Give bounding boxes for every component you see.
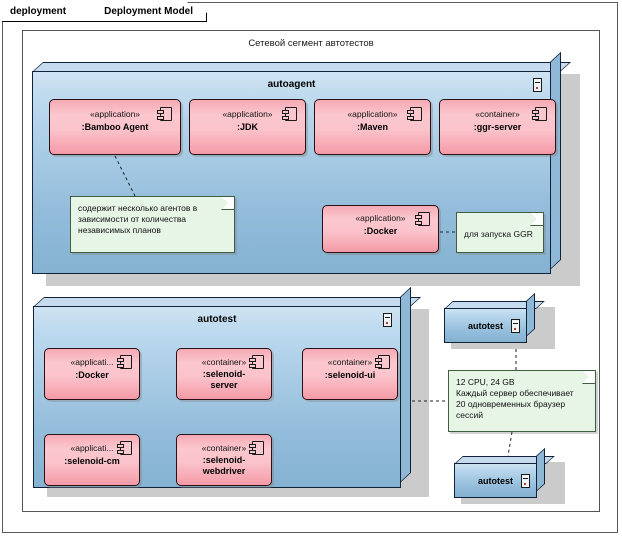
component-icon <box>249 355 264 369</box>
component-name: :Docker <box>363 226 398 236</box>
component-stereotype: «application» <box>89 109 141 119</box>
node-side-face <box>400 286 411 483</box>
device-icon <box>533 78 542 92</box>
component-stereotype: «application» <box>222 109 273 119</box>
component-stereotype: «applicati... <box>70 357 114 367</box>
node-autotest-right-bottom[interactable]: autotest <box>454 447 569 504</box>
device-icon <box>511 319 520 333</box>
component-icon <box>415 212 430 226</box>
segment-title: Сетевой сегмент автотестов <box>248 38 374 49</box>
component-bamboo-agent[interactable]: «application» :Bamboo Agent <box>49 99 181 155</box>
node-label-autotest: autotest <box>197 314 237 325</box>
component-jdk[interactable]: «application» :JDK <box>189 99 306 155</box>
note-capacity: 12 CPU, 24 GB Каждый сервер обеспечивает… <box>448 370 596 432</box>
component-stereotype: «application» <box>355 213 406 223</box>
component-icon <box>249 441 264 455</box>
component-stereotype: «application» <box>347 109 398 119</box>
component-icon <box>117 355 132 369</box>
component-stereotype: «container» <box>201 443 247 453</box>
frame-kind-label: deployment <box>10 6 67 17</box>
component-name: :Docker <box>75 370 109 380</box>
component-icon <box>282 107 297 121</box>
component-maven[interactable]: «application» :Maven <box>314 99 431 155</box>
component-selenoid-server[interactable]: «container» :selenoid- server <box>176 348 272 400</box>
component-docker-autotest[interactable]: «applicati... :Docker <box>44 348 140 400</box>
device-icon <box>521 474 530 488</box>
component-selenoid-ui[interactable]: «container» :selenoid-ui <box>302 348 398 400</box>
note-ggr: для запуска GGR <box>456 212 544 253</box>
node-label-autotest: autotest <box>467 321 503 331</box>
node-front-face: autotest <box>454 463 537 498</box>
component-name: :JDK <box>236 122 258 132</box>
frame-name-label: Deployment Model <box>104 6 194 17</box>
component-name: :selenoid-ui <box>324 370 376 380</box>
node-label-autotest: autotest <box>477 476 513 486</box>
component-stereotype: «container» <box>327 357 373 367</box>
component-stereotype: «applicati... <box>70 443 114 453</box>
note-text: 12 CPU, 24 GB Каждый сервер обеспечивает… <box>456 377 574 420</box>
component-stereotype: «container» <box>475 109 520 119</box>
device-icon <box>383 313 392 327</box>
component-name: :selenoid- webdriver <box>202 455 246 476</box>
component-name: :ggr-server <box>473 122 522 132</box>
note-text: содержит несколько агентов в зависимости… <box>78 203 198 235</box>
component-icon <box>532 107 547 121</box>
component-icon <box>375 355 390 369</box>
component-stereotype: «container» <box>201 357 247 367</box>
component-ggr-server[interactable]: «container» :ggr-server <box>439 99 556 155</box>
component-icon <box>157 107 172 121</box>
node-front-face: autotest <box>444 308 527 343</box>
component-name: :selenoid- server <box>202 369 246 390</box>
node-autotest-right-top[interactable]: autotest <box>444 292 559 349</box>
node-side-face <box>550 51 561 270</box>
component-name: :Maven <box>356 122 388 132</box>
node-label-autoagent: autoagent <box>267 79 316 90</box>
diagram-frame-tab: deployment Deployment Model <box>2 2 207 22</box>
component-name: :selenoid-cm <box>64 456 120 466</box>
component-selenoid-cm[interactable]: «applicati... :selenoid-cm <box>44 434 140 486</box>
component-selenoid-webdriver[interactable]: «container» :selenoid- webdriver <box>176 434 272 486</box>
component-icon <box>117 441 132 455</box>
note-text: для запуска GGR <box>464 229 533 239</box>
component-docker-autoagent[interactable]: «application» :Docker <box>322 205 439 253</box>
component-icon <box>407 107 422 121</box>
note-agents: содержит несколько агентов в зависимости… <box>70 196 235 253</box>
component-name: :Bamboo Agent <box>81 122 149 132</box>
